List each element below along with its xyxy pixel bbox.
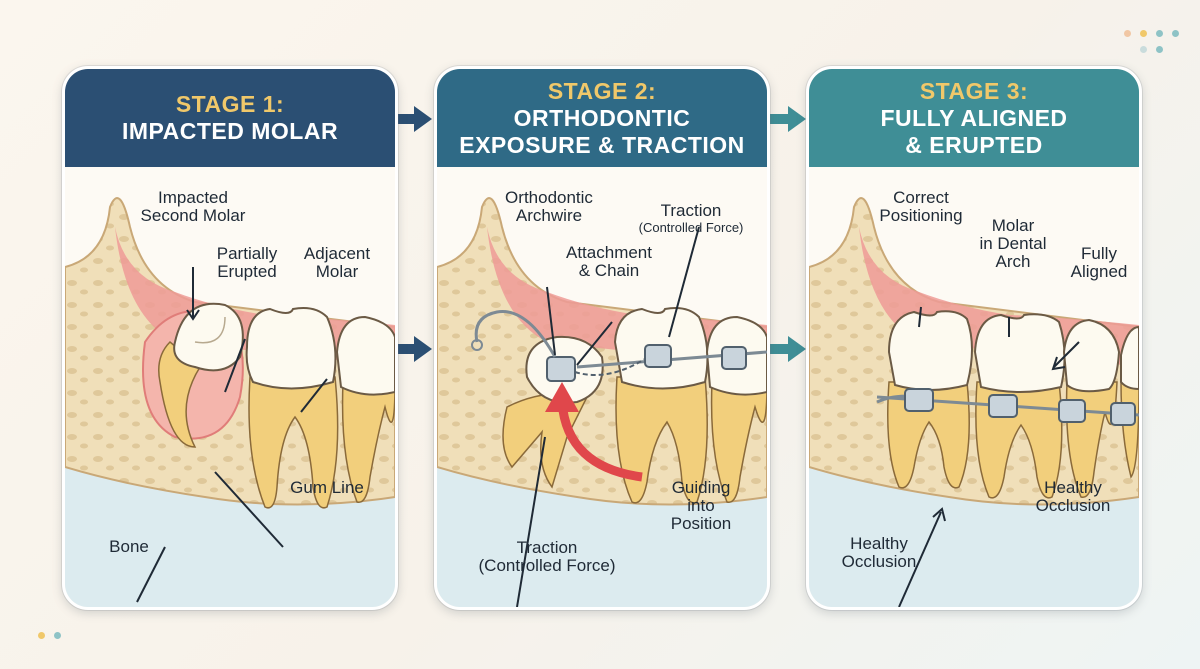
label-traction-top: Traction: [660, 201, 722, 220]
label-correct-positioning: Correct Positioning: [879, 188, 963, 225]
stage-2-number: STAGE 2:: [547, 77, 657, 104]
stage-3-title-line-1: FULLY ALIGNED: [880, 104, 1068, 131]
label-adjacent-molar: Adjacent Molar: [303, 244, 371, 281]
arrow-icon-header-2-3: [764, 106, 806, 132]
stage-1-illustration: [65, 167, 395, 607]
label-healthy-occlusion-bottom: Healthy Occlusion: [841, 534, 917, 571]
label-partially-erupted: Partially Erupted: [216, 244, 278, 281]
label-traction-top-sub: (Controlled Force): [638, 220, 744, 235]
stage-2-illustration: [437, 167, 767, 607]
decorative-dots-bottom-left: [38, 632, 61, 639]
decorative-dots-top-right-2: [1140, 46, 1163, 53]
label-attachment-chain: Attachment & Chain: [566, 243, 652, 280]
label-traction-bottom: Traction (Controlled Force): [478, 538, 616, 575]
stage-3-number: STAGE 3:: [919, 77, 1029, 104]
label-bone: Bone: [109, 537, 149, 556]
label-guiding-into-position: Guiding into Position: [670, 478, 732, 533]
label-fully-aligned: Fully Aligned: [1070, 244, 1128, 281]
stage-3-illustration: [809, 167, 1139, 607]
stage-2-title-line-2: EXPOSURE & TRACTION: [459, 131, 745, 158]
label-gum-line: Gum Line: [290, 478, 364, 497]
stage-1-header: STAGE 1: IMPACTED MOLAR: [65, 69, 395, 167]
label-impacted-second-molar: Impacted Second Molar: [140, 188, 246, 225]
stage-3-panel: STAGE 3: FULLY ALIGNED & ERUPTED: [806, 66, 1142, 610]
stage-3-title-line-2: & ERUPTED: [905, 131, 1043, 158]
label-healthy-occlusion-right: Healthy Occlusion: [1035, 478, 1111, 515]
label-molar-in-dental-arch: Molar in Dental Arch: [979, 216, 1047, 271]
stage-1-panel: STAGE 1: IMPACTED MOLAR: [62, 66, 398, 610]
arrow-icon-middle-2-3: [764, 336, 806, 362]
arrow-icon-middle-1-2: [390, 336, 432, 362]
decorative-dots-top-right: [1124, 30, 1179, 37]
stage-3-header: STAGE 3: FULLY ALIGNED & ERUPTED: [809, 69, 1139, 167]
stage-2-title-line-1: ORTHODONTIC: [513, 104, 691, 131]
stage-1-title: IMPACTED MOLAR: [121, 118, 339, 144]
arrow-icon-header-1-2: [390, 106, 432, 132]
stage-2-panel: STAGE 2: ORTHODONTIC EXPOSURE & TRACTION: [434, 66, 770, 610]
label-orthodontic-archwire: Orthodontic Archwire: [505, 188, 593, 225]
stage-2-header: STAGE 2: ORTHODONTIC EXPOSURE & TRACTION: [437, 69, 767, 167]
stage-1-number: STAGE 1:: [175, 91, 285, 117]
